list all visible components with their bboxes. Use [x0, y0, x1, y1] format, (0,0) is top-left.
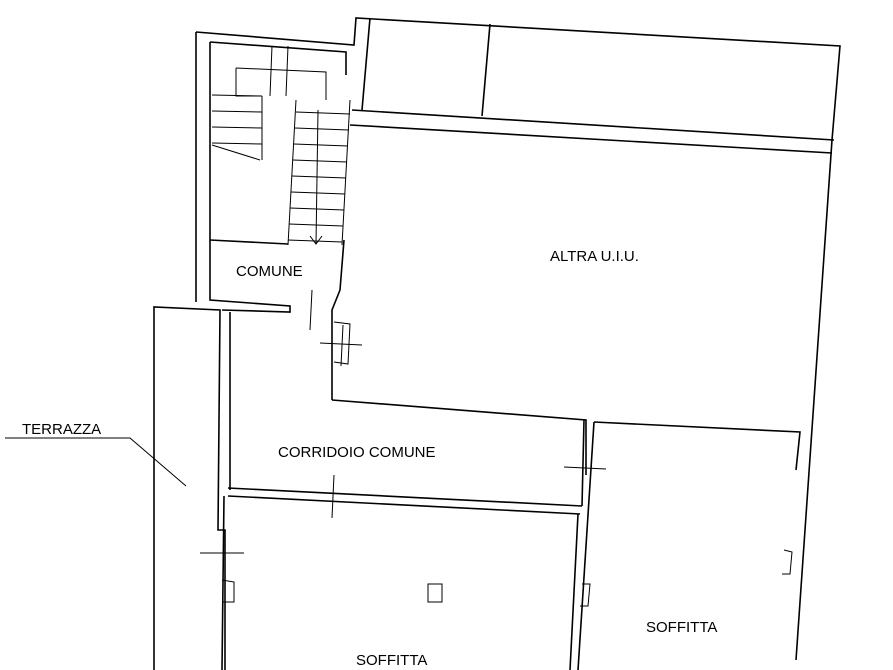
room-label-soffitta-left: SOFFITTA — [356, 652, 427, 669]
room-label-corridoio-comune: CORRIDOIO COMUNE — [278, 444, 436, 461]
upper-rooms — [349, 17, 835, 154]
terrazza-leader — [5, 437, 187, 487]
soffitta-right-walls — [577, 421, 793, 670]
altra-uiu-walls — [331, 399, 801, 475]
room-label-terrazza: TERRAZZA — [22, 421, 101, 438]
soffitta-left-walls — [221, 495, 579, 670]
corridoio-walls — [227, 312, 607, 519]
outer-walls — [195, 17, 841, 661]
room-label-soffitta-right: SOFFITTA — [646, 619, 717, 636]
terrazza — [153, 306, 244, 670]
room-label-comune: COMUNE — [236, 263, 303, 280]
comune-area — [209, 239, 363, 400]
room-label-altra-uiu: ALTRA U.I.U. — [550, 248, 639, 265]
staircase — [211, 45, 351, 246]
